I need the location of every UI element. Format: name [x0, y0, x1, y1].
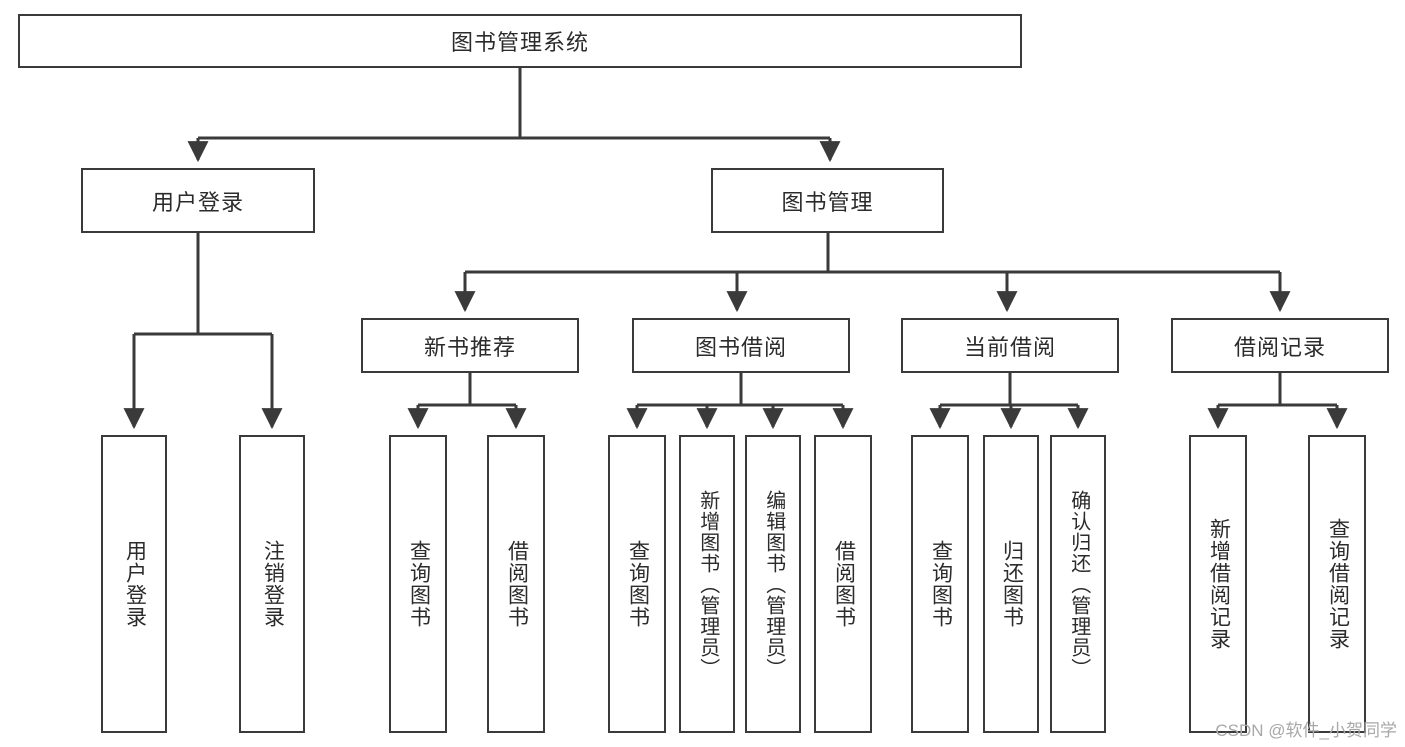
node-user-login-label: 用户登录: [151, 189, 244, 215]
leaf-label: 新增借阅记录: [1207, 518, 1231, 650]
leaf-label: 查询图书: [929, 540, 953, 628]
node-book-management-label: 图书管理: [781, 189, 874, 215]
leaf-borrow-book-recommend[interactable]: 借阅图书: [487, 435, 545, 733]
leaf-add-book-admin[interactable]: 新增图书（管理员）: [679, 435, 735, 733]
leaf-query-book-recommend[interactable]: 查询图书: [389, 435, 447, 733]
leaf-edit-book-admin[interactable]: 编辑图书（管理员）: [745, 435, 801, 733]
node-root-label: 图书管理系统: [450, 30, 589, 55]
node-new-book-recommend-label: 新书推荐: [423, 334, 516, 360]
leaf-add-borrow-record[interactable]: 新增借阅记录: [1189, 435, 1247, 733]
leaf-label: 查询借阅记录: [1326, 518, 1350, 650]
node-book-management[interactable]: 图书管理: [711, 168, 944, 233]
leaf-query-book-borrow[interactable]: 查询图书: [608, 435, 666, 733]
leaf-label: 新增图书（管理员）: [696, 489, 719, 679]
leaf-label: 查询图书: [626, 540, 650, 628]
leaf-label: 查询图书: [407, 540, 431, 628]
leaf-logout-login[interactable]: 注销登录: [239, 435, 305, 733]
leaf-borrow-book[interactable]: 借阅图书: [814, 435, 872, 733]
node-current-borrow-label: 当前借阅: [963, 334, 1056, 360]
leaf-label: 归还图书: [1000, 540, 1024, 628]
node-user-login[interactable]: 用户登录: [81, 168, 315, 233]
node-book-borrow[interactable]: 图书借阅: [632, 318, 850, 373]
node-borrow-record[interactable]: 借阅记录: [1171, 318, 1389, 373]
node-current-borrow[interactable]: 当前借阅: [901, 318, 1119, 373]
leaf-return-book[interactable]: 归还图书: [983, 435, 1039, 733]
node-borrow-record-label: 借阅记录: [1233, 334, 1326, 360]
node-new-book-recommend[interactable]: 新书推荐: [361, 318, 579, 373]
leaf-label: 用户登录: [123, 540, 147, 628]
leaf-label: 借阅图书: [832, 540, 856, 628]
node-root[interactable]: 图书管理系统: [18, 14, 1022, 68]
leaf-label: 编辑图书（管理员）: [762, 489, 785, 679]
leaf-label: 借阅图书: [505, 540, 529, 628]
leaf-label: 注销登录: [261, 540, 285, 628]
leaf-query-borrow-record[interactable]: 查询借阅记录: [1308, 435, 1366, 733]
leaf-confirm-return-admin[interactable]: 确认归还（管理员）: [1050, 435, 1106, 733]
leaf-query-book-current[interactable]: 查询图书: [911, 435, 969, 733]
leaf-user-login[interactable]: 用户登录: [101, 435, 167, 733]
leaf-label: 确认归还（管理员）: [1067, 489, 1090, 679]
node-book-borrow-label: 图书借阅: [694, 334, 787, 360]
